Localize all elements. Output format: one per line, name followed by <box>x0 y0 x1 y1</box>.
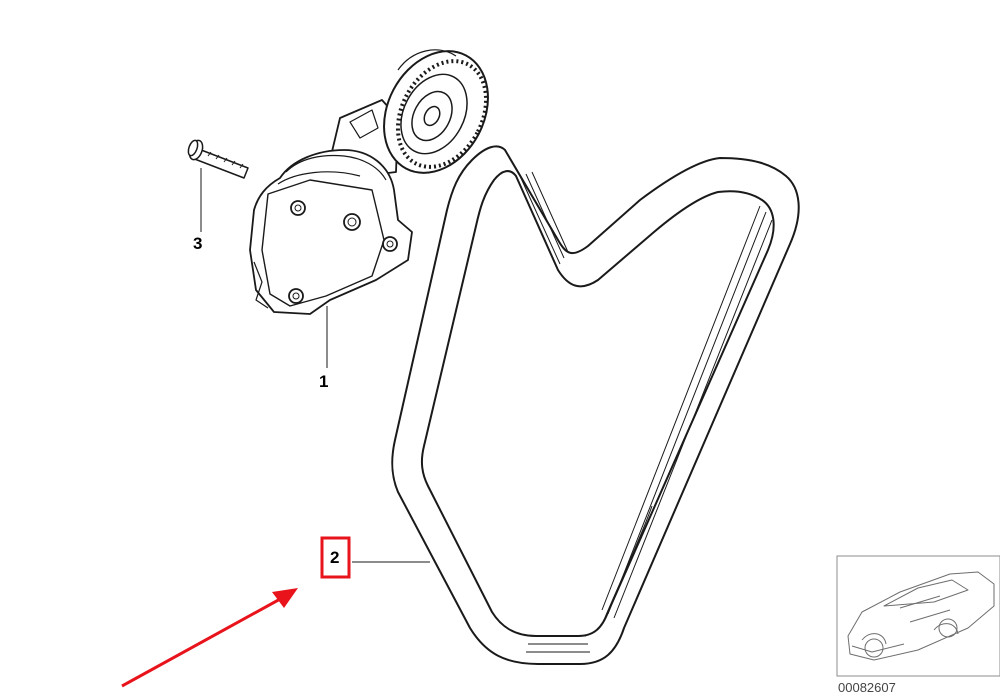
highlight-arrow <box>121 588 298 688</box>
callout-2: 2 <box>330 548 339 567</box>
belt-tensioner[interactable] <box>249 99 413 315</box>
ribbed-belt[interactable] <box>391 145 800 665</box>
car-icon <box>847 571 995 661</box>
highlight-box <box>320 536 351 579</box>
callout-1: 1 <box>319 372 328 391</box>
diagram-reference-number: 00082607 <box>838 680 896 695</box>
tensioner-pulley[interactable] <box>364 33 509 191</box>
callout-3: 3 <box>193 234 202 253</box>
leader-lines <box>200 168 430 563</box>
tensioner-bolt[interactable] <box>187 139 249 179</box>
vehicle-thumbnail <box>836 555 1000 677</box>
